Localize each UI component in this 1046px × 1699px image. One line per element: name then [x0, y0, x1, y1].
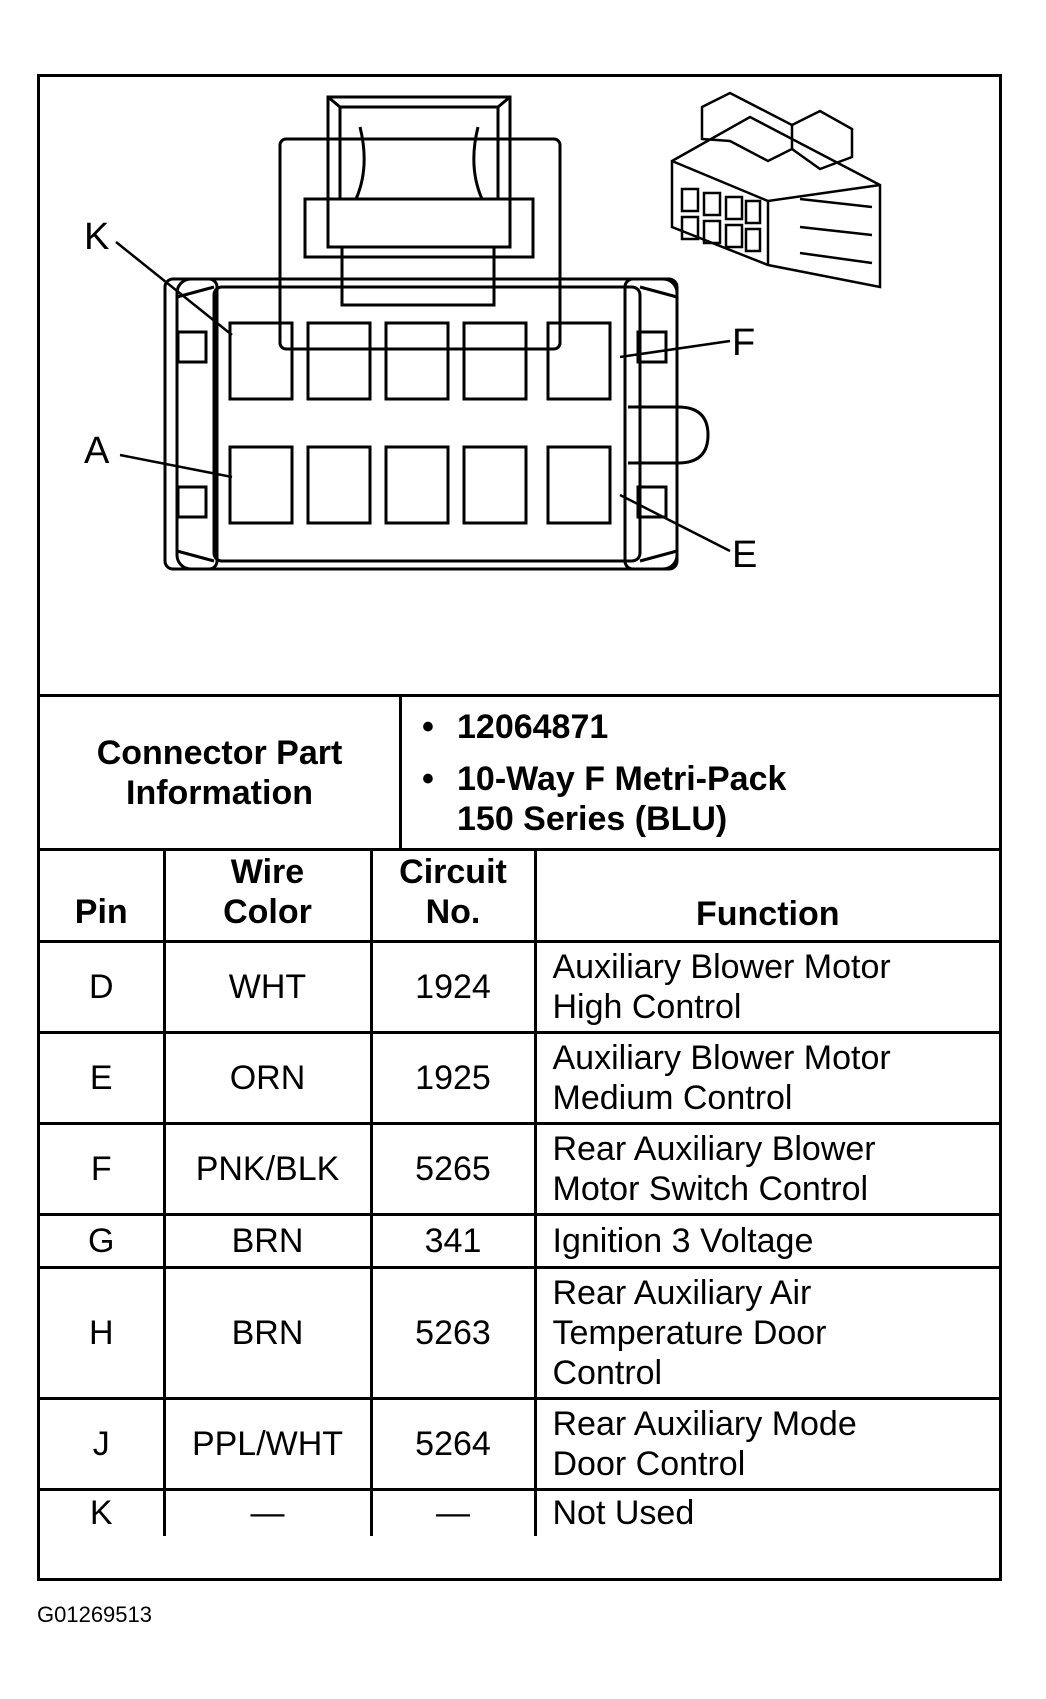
pin-leader-lines: [115, 241, 731, 553]
cavity-c: [384, 445, 450, 525]
table-row: F PNK/BLK 5265 Rear Auxiliary Blower Mot…: [40, 1122, 999, 1216]
pin-cavities: [228, 321, 612, 525]
part-number: 12064871: [422, 707, 999, 747]
cavity-e: [546, 445, 612, 525]
circuit-cell: 341: [369, 1213, 537, 1269]
connector-latch: [278, 95, 562, 351]
connector-body: [175, 277, 679, 571]
wire-color-cell: BRN: [162, 1213, 373, 1269]
connector-type: 10-Way F Metri-Pack 150 Series (BLU): [422, 759, 999, 839]
cavity-k: [228, 321, 294, 401]
pin-cell: H: [40, 1266, 166, 1400]
table-header-row: Pin Wire Color Circuit No. Function: [40, 848, 999, 943]
header-function: Function: [533, 848, 999, 943]
header-pin: Pin: [40, 848, 166, 943]
table-row: D WHT 1924 Auxiliary Blower Motor High C…: [40, 940, 999, 1034]
header-wire-color: Wire Color: [162, 848, 373, 943]
circuit-cell: 5264: [369, 1397, 537, 1491]
pin-label-e: E: [732, 534, 757, 576]
header-circuit-no: Circuit No.: [369, 848, 537, 943]
pin-cell: K: [40, 1488, 166, 1536]
circuit-cell: 5265: [369, 1122, 537, 1216]
wire-color-cell: —: [162, 1488, 373, 1536]
connector-figure-frame: K F A E Connector Part Information 12064…: [37, 74, 1002, 1581]
pin-label-a: A: [84, 430, 110, 472]
connector-part-label-line2: Information: [126, 773, 313, 812]
pin-cell: D: [40, 940, 166, 1034]
wire-color-cell: WHT: [162, 940, 373, 1034]
pin-cell: G: [40, 1213, 166, 1269]
pin-label-f: F: [732, 322, 755, 364]
circuit-cell: 1925: [369, 1031, 537, 1125]
connector-isometric-view: [670, 91, 882, 289]
pin-function-table: Pin Wire Color Circuit No. Function D WH…: [40, 848, 999, 1536]
cavity-h: [384, 321, 450, 401]
circuit-cell: 5263: [369, 1266, 537, 1400]
function-cell: Rear Auxiliary Blower Motor Switch Contr…: [533, 1122, 999, 1216]
pin-cell: E: [40, 1031, 166, 1125]
table-row: K — — Not Used: [40, 1488, 999, 1536]
pin-cell: F: [40, 1122, 166, 1216]
function-cell: Rear Auxiliary Air Temperature Door Cont…: [533, 1266, 999, 1400]
circuit-cell: 1924: [369, 940, 537, 1034]
figure-code: G01269513: [37, 1602, 152, 1627]
wire-color-cell: BRN: [162, 1266, 373, 1400]
cavity-g: [462, 321, 528, 401]
function-cell: Not Used: [533, 1488, 999, 1536]
cavity-j: [306, 321, 372, 401]
cavity-f: [546, 321, 612, 401]
function-cell: Ignition 3 Voltage: [533, 1213, 999, 1269]
table-row: H BRN 5263 Rear Auxiliary Air Temperatur…: [40, 1266, 999, 1400]
function-cell: Auxiliary Blower Motor High Control: [533, 940, 999, 1034]
wire-color-cell: PPL/WHT: [162, 1397, 373, 1491]
connector-face-diagram: K F A E: [84, 91, 882, 576]
wire-color-cell: ORN: [162, 1031, 373, 1125]
cavity-d: [462, 445, 528, 525]
pin-cell: J: [40, 1397, 166, 1491]
connector-part-values: 12064871 10-Way F Metri-Pack 150 Series …: [402, 697, 999, 848]
connector-part-info: Connector Part Information 12064871 10-W…: [40, 694, 999, 848]
cavity-b: [306, 445, 372, 525]
pin-label-k: K: [84, 216, 109, 258]
function-cell: Auxiliary Blower Motor Medium Control: [533, 1031, 999, 1125]
cavity-a: [228, 445, 294, 525]
connector-part-label: Connector Part Information: [40, 697, 402, 848]
function-cell: Rear Auxiliary Mode Door Control: [533, 1397, 999, 1491]
circuit-cell: —: [369, 1488, 537, 1536]
table-row: G BRN 341 Ignition 3 Voltage: [40, 1213, 999, 1269]
table-row: E ORN 1925 Auxiliary Blower Motor Medium…: [40, 1031, 999, 1125]
connector-part-label-line1: Connector Part: [96, 733, 343, 772]
wire-color-cell: PNK/BLK: [162, 1122, 373, 1216]
table-row: J PPL/WHT 5264 Rear Auxiliary Mode Door …: [40, 1397, 999, 1491]
